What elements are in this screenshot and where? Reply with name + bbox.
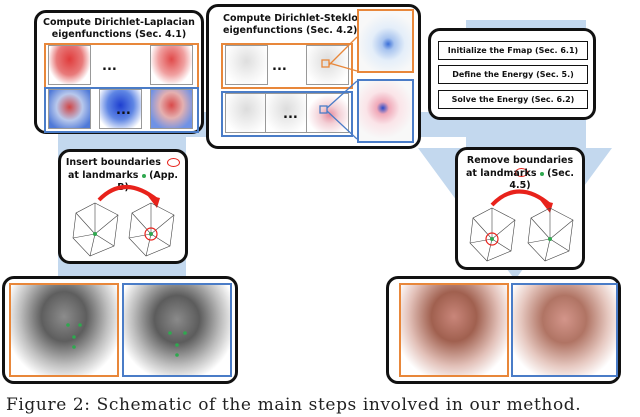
output-mesh-orange-frame: [399, 283, 509, 377]
steklov-zoom-orange: [357, 9, 414, 73]
laplacian-head-5: [150, 89, 193, 129]
dirichlet-laplacian-panel: Compute Dirichlet-Laplacian eigenfunctio…: [34, 10, 204, 134]
boundary-circle-icon: [167, 158, 181, 167]
remove-boundaries-title-2: at landmarks (Sec. 4.5): [458, 168, 582, 192]
insert-landmarks-label: at landmarks: [68, 170, 139, 181]
solve-energy-step: Solve the Energy (Sec. 6.2): [438, 90, 588, 109]
remove-boundaries-graphic: [469, 189, 574, 262]
laplacian-row-orange: ...: [44, 43, 199, 89]
dirichlet-steklov-title-1: Compute Dirichlet-Steklov: [223, 13, 365, 24]
input-meshes-panel: [2, 276, 238, 384]
input-mesh-landmarks: [66, 323, 187, 357]
dirichlet-laplacian-title-2: eigenfunctions (Sec. 4.1): [51, 29, 187, 40]
input-mesh-orange-frame: [9, 283, 119, 377]
initialize-fmap-step: Initialize the Fmap (Sec. 6.1): [438, 41, 588, 60]
define-energy-step: Define the Energy (Sec. 5.): [438, 65, 588, 84]
laplacian-ellipsis-2: ...: [116, 103, 131, 118]
insert-boundaries-panel: Insert boundaries at landmarks (App. B): [58, 149, 188, 264]
steklov-head-1: [225, 45, 268, 85]
laplacian-row-blue: ...: [44, 87, 199, 133]
boundary-circle-icon: [515, 168, 528, 177]
input-mesh-blue-frame: [122, 283, 232, 377]
remove-boundaries-ref: (Sec. 4.5): [509, 168, 574, 191]
remove-boundaries-title-1: Remove boundaries: [458, 155, 582, 179]
dirichlet-steklov-panel: Compute Dirichlet-Steklov eigenfunctions…: [206, 4, 421, 149]
insert-boundaries-title-1: Insert boundaries: [61, 157, 185, 169]
insert-boundaries-label: Insert boundaries: [65, 157, 161, 168]
steklov-ellipsis-2: ...: [283, 107, 298, 122]
insert-boundaries-graphic: [72, 185, 175, 257]
steklov-zoom-blue: [357, 79, 414, 143]
steklov-head-3: [225, 93, 268, 133]
laplacian-head-1: [48, 45, 91, 85]
laplacian-head-4: [99, 89, 142, 129]
dirichlet-laplacian-title-1: Compute Dirichlet-Laplacian: [43, 17, 195, 28]
figure-caption: Figure 2: Schematic of the main steps in…: [6, 395, 582, 415]
steklov-row-blue: ...: [221, 91, 353, 137]
steklov-zoom-connectors: [319, 36, 358, 140]
fmap-steps-panel: Initialize the Fmap (Sec. 6.1) Define th…: [428, 28, 596, 120]
remove-boundaries-panel: Remove boundaries at landmarks (Sec. 4.5…: [455, 147, 585, 270]
remove-landmarks-label: at landmarks: [466, 168, 537, 179]
steklov-head-4: [265, 93, 308, 133]
laplacian-ellipsis-1: ...: [102, 59, 117, 74]
laplacian-head-2: [150, 45, 193, 85]
steklov-ellipsis-1: ...: [272, 59, 287, 74]
remove-boundaries-label: Remove boundaries: [466, 155, 574, 166]
output-mesh-blue-frame: [511, 283, 618, 377]
landmark-dot-icon: [539, 171, 544, 176]
dirichlet-steklov-title-2: eigenfunctions (Sec. 4.2): [223, 25, 358, 36]
landmark-dot-icon: [141, 173, 146, 178]
output-meshes-panel: [386, 276, 621, 384]
laplacian-head-3: [48, 89, 91, 129]
